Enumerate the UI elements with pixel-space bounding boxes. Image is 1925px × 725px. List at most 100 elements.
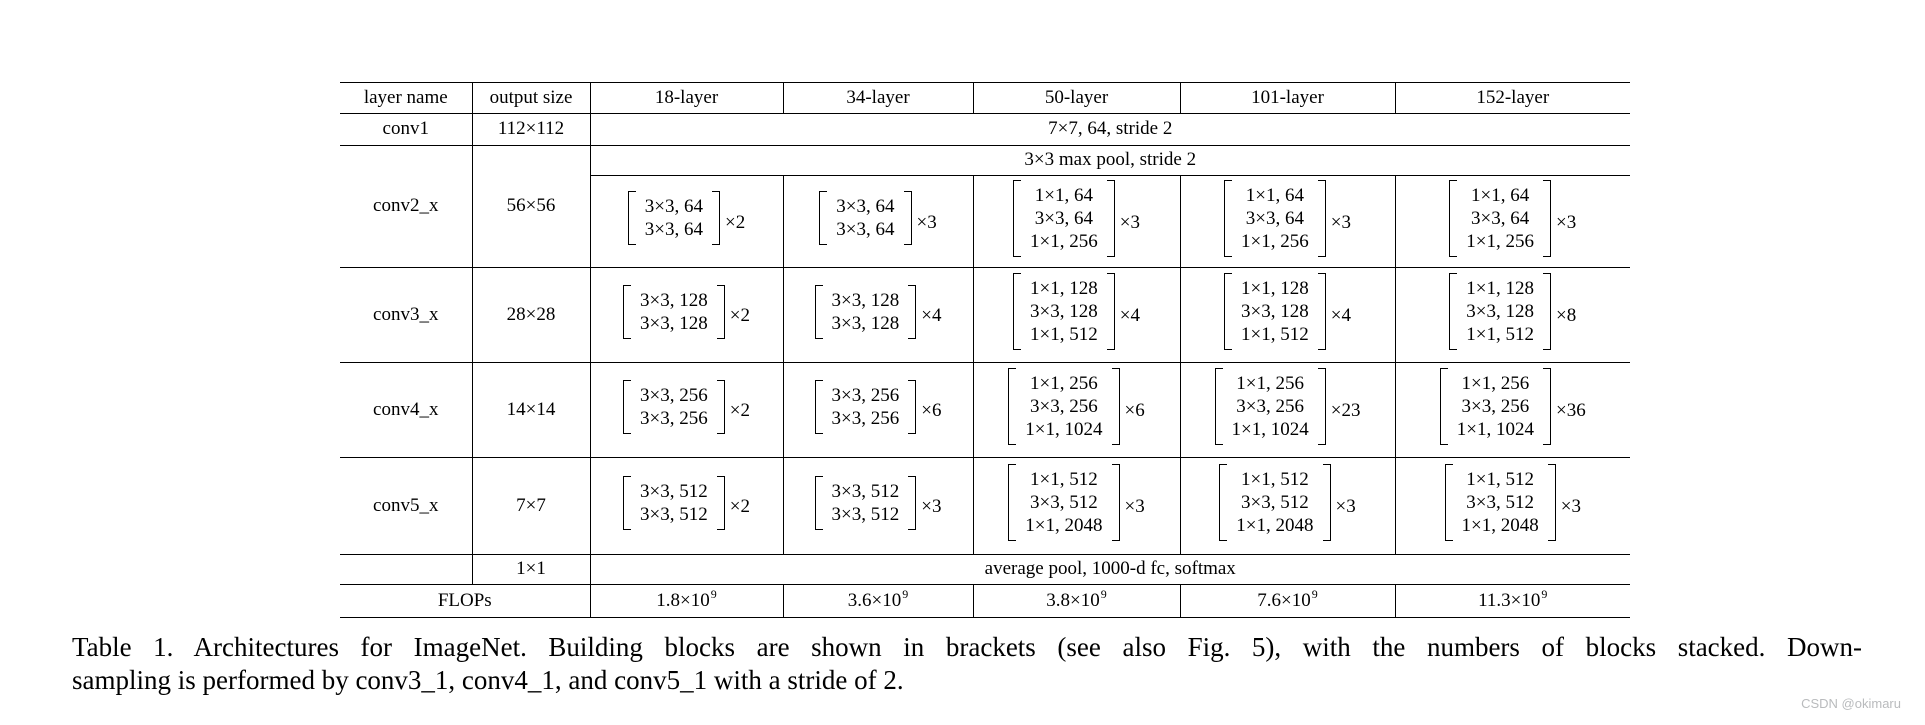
block-multiplier: ×2 [729, 400, 750, 422]
conv4-output-size: 14×14 [471, 362, 590, 458]
maxpool-cell: 3×3 max pool, stride 2 [589, 145, 1630, 176]
conv-spec-line: 3×3, 256 [831, 384, 900, 406]
block-multiplier: ×2 [729, 496, 750, 518]
left-bracket [1449, 179, 1458, 257]
block-multiplier: ×4 [921, 305, 942, 327]
conv-spec-line: 3×3, 256 [1236, 396, 1304, 418]
flops-base: 3.6×10 [847, 589, 902, 611]
right-bracket [1322, 464, 1331, 542]
conv-spec-line: 1×1, 128 [1030, 278, 1098, 300]
conv-spec-line: 3×3, 256 [1461, 396, 1530, 418]
conv1-output-size: 112×112 [471, 113, 590, 146]
block-multiplier: ×2 [729, 305, 750, 327]
conv-spec-line: 1×1, 128 [1466, 278, 1534, 300]
watermark: CSDN @okimaru [1801, 696, 1901, 711]
block-multiplier: ×2 [725, 211, 746, 233]
conv-spec-line: 3×3, 64 [1471, 207, 1530, 229]
block-multiplier: ×3 [916, 211, 937, 233]
block-multiplier: ×6 [1124, 400, 1145, 422]
architecture-table: layer name output size 18-layer 34-layer… [340, 82, 1630, 618]
flops-row: FLOPs 1.8×109 3.6×109 3.8×109 7.6×109 11… [340, 584, 1630, 618]
block-multiplier: ×3 [1556, 211, 1577, 233]
col-header-50-layer: 50-layer [972, 82, 1180, 114]
conv-spec-line: 1×1, 256 [1030, 373, 1098, 395]
conv2-layer-name: conv2_x [340, 145, 472, 268]
conv-spec-line: 3×3, 128 [831, 312, 900, 334]
conv-spec-line: 3×3, 512 [1466, 492, 1534, 514]
left-bracket [1224, 179, 1233, 257]
avgpool-empty-cell [340, 554, 472, 585]
right-bracket [1111, 464, 1120, 542]
conv-spec-line: 1×1, 2048 [1025, 515, 1103, 537]
conv-spec-line: 3×3, 512 [831, 503, 900, 525]
left-bracket [814, 475, 823, 530]
conv1-spec-cell: 7×7, 64, stride 2 [589, 113, 1630, 146]
conv-spec-line: 1×1, 128 [1241, 278, 1309, 300]
right-bracket [1543, 273, 1551, 351]
right-bracket [908, 379, 917, 434]
block-multiplier: ×3 [921, 496, 942, 518]
conv1-row: conv1 112×112 7×7, 64, stride 2 [340, 113, 1630, 146]
block-multiplier: ×3 [1124, 496, 1145, 518]
flops-exponent: 9 [1100, 587, 1107, 602]
conv-spec-line: 3×3, 128 [1466, 301, 1534, 323]
left-bracket [1449, 273, 1458, 351]
avgpool-output-size: 1×1 [471, 554, 590, 585]
left-bracket [623, 379, 632, 434]
right-bracket [712, 191, 720, 246]
col-header-34-layer: 34-layer [782, 82, 973, 114]
left-bracket [1008, 464, 1017, 542]
flops-base: 11.3×10 [1478, 589, 1541, 611]
right-bracket [1111, 368, 1120, 446]
table-caption: Table 1. Architectures for ImageNet. Bui… [72, 631, 1862, 697]
right-bracket [1106, 273, 1115, 351]
conv-spec-line: 3×3, 256 [640, 407, 708, 429]
conv-spec-line: 1×1, 1024 [1025, 419, 1103, 441]
conv-spec-line: 1×1, 512 [1030, 469, 1098, 491]
col-header-152-layer: 152-layer [1394, 82, 1630, 114]
conv-spec-line: 1×1, 64 [1245, 184, 1304, 206]
col-header-18-layer: 18-layer [589, 82, 783, 114]
architecture-table-wrapper: layer name output size 18-layer 34-layer… [340, 82, 1630, 618]
flops-value-152: 11.3×109 [1394, 584, 1630, 618]
right-bracket [1106, 179, 1115, 257]
conv-spec-line: 1×1, 512 [1466, 469, 1534, 491]
left-bracket [1439, 368, 1448, 446]
conv-spec-line: 3×3, 256 [640, 384, 708, 406]
conv5-layer-name: conv5_x [340, 457, 472, 555]
right-bracket [716, 379, 725, 434]
